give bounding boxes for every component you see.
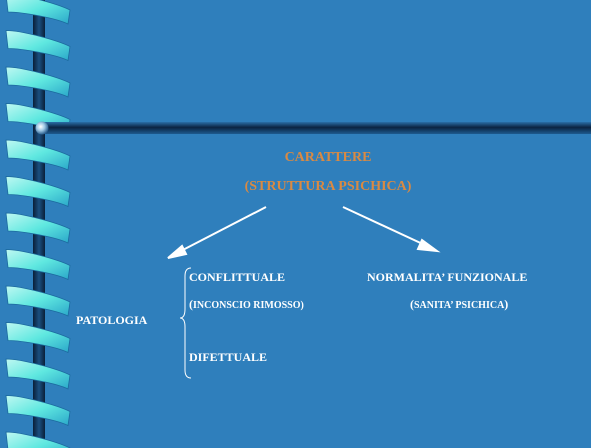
patologia-label: PATOLOGIA <box>76 313 148 327</box>
horizontal-rod <box>40 122 591 134</box>
sanita-note-text: SANITA’ PSICHICA <box>414 300 505 311</box>
ribbon-segment <box>5 249 71 281</box>
ribbon-segment <box>5 139 71 171</box>
ribbon-segment <box>5 395 71 427</box>
conflittuale-note-text: INCONSCIO RIMOSSO) <box>193 300 304 311</box>
conflittuale-note-open: ( <box>189 297 193 311</box>
normalita-funzionale-label: NORMALITA’ FUNZIONALE <box>367 270 528 284</box>
horizontal-rod-decoration <box>35 121 591 135</box>
sanita-note-close: ) <box>504 297 509 311</box>
arrow-right-line <box>342 206 428 247</box>
rod-knob <box>35 121 49 135</box>
ribbon-segments <box>5 0 71 448</box>
arrow-left-head <box>167 244 188 259</box>
ribbon-segment <box>5 358 71 390</box>
conflittuale-label: CONFLITTUALE <box>189 270 286 284</box>
ribbon-segment <box>5 30 71 62</box>
diagram-title: CARATTERE (STRUTTURA PSICHICA) <box>0 150 591 195</box>
ribbon-segment <box>5 212 71 244</box>
arrow-left-line <box>176 206 267 254</box>
arrow-right-head <box>416 238 441 253</box>
ribbon-segment <box>5 285 71 317</box>
ribbon-segment <box>5 322 71 354</box>
difettuale-label: DIFETTUALE <box>189 350 268 364</box>
title-line-2: (STRUTTURA PSICHICA) <box>244 179 412 194</box>
left-ribbon-decoration <box>5 0 71 448</box>
ribbon-segment <box>5 431 71 448</box>
curly-brace <box>179 267 192 379</box>
sanita-note-open: ( <box>410 297 414 311</box>
title-line-1: CARATTERE <box>284 150 372 165</box>
ribbon-segment <box>5 66 71 98</box>
conflittuale-note: (INCONSCIO RIMOSSO) <box>189 295 304 313</box>
ribbon-segment <box>6 0 71 25</box>
sanita-psichica-note: (SANITA’ PSICHICA) <box>410 295 508 313</box>
ribbon-segment <box>5 176 71 208</box>
